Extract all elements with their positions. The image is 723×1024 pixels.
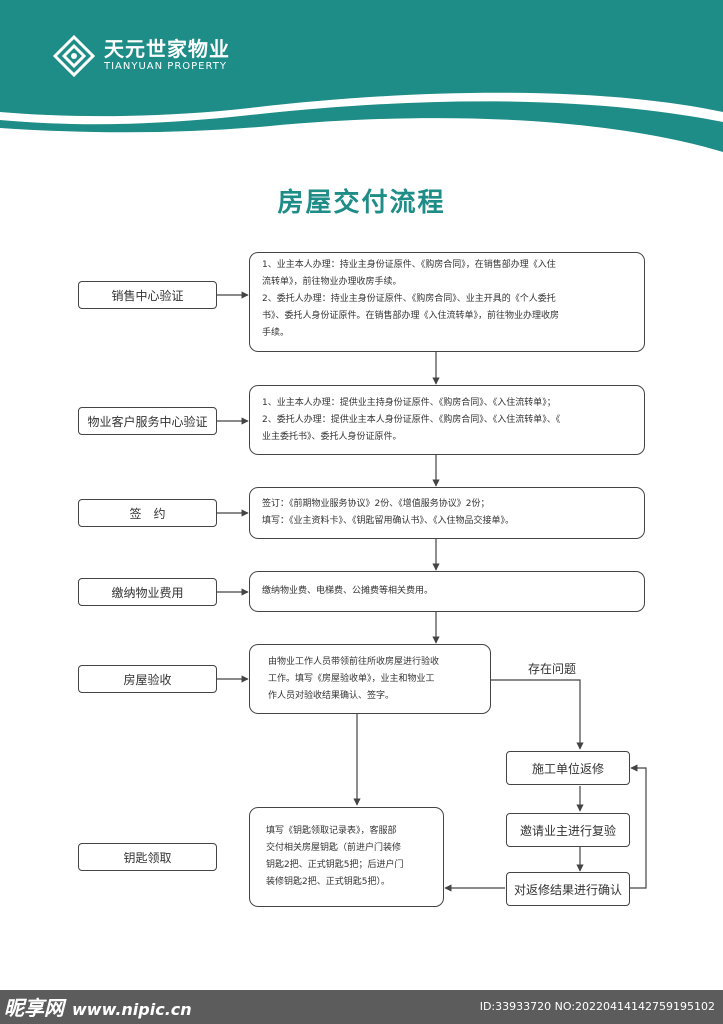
watermark-url: www.nipic.cn (72, 1000, 192, 1019)
desc-line: 填写：《业主资料卡》、《钥匙留用确认书》、《入住物品交接单》。 (262, 516, 515, 526)
desc-line: 业主委托书》、委托人身份证原件。 (262, 431, 402, 442)
header-wave-band (0, 0, 723, 152)
watermark-site: 昵享网 www.nipic.cn (4, 992, 192, 1021)
watermark-bar (0, 990, 723, 1024)
step-label-key-collection: 钥匙领取 (78, 843, 217, 871)
step-label-signing: 签 约 (78, 499, 217, 527)
watermark-id: ID:33933720 NO:20220414142759195102 (479, 1000, 715, 1013)
desc-line: 装修钥匙2把、正式钥匙5把）。 (266, 877, 390, 887)
desc-line: 书》、委托人身份证原件。在销售部办理《入住流转单》，前往物业办理收房 (262, 311, 560, 321)
desc-line: 作人员对验收结果确认、签字。 (268, 690, 395, 701)
repair-step-contractor-repair: 施工单位返修 (506, 751, 630, 785)
desc-line: 交付相关房屋钥匙（前进户门装修 (266, 843, 402, 853)
step-label-house-inspection: 房屋验收 (78, 665, 217, 693)
step-desc-fee-payment: 缴纳物业费、电梯费、公摊费等相关费用。 (249, 571, 645, 612)
step-label-fee-payment: 缴纳物业费用 (78, 578, 217, 606)
desc-line: 钥匙2把、正式钥匙5把；后进户门 (266, 860, 404, 870)
step-desc-signing: 签订：《前期物业服务协议》2份、《增值服务协议》2份； 填写：《业主资料卡》、《… (249, 487, 645, 539)
desc-line: 签订：《前期物业服务协议》2份、《增值服务协议》2份； (262, 499, 490, 509)
issue-label: 存在问题 (528, 662, 577, 676)
desc-line: 由物业工作人员带领前往所收房屋进行验收 (268, 656, 440, 667)
desc-line: 2、委托人办理：提供业主本人身份证原件、《购房合同》、《入住流转单》、《 (262, 414, 561, 425)
brand-name-cn: 天元世家物业 (104, 37, 230, 61)
step-desc-key-collection: 填写《钥匙领取记录表》，客服部 交付相关房屋钥匙（前进户门装修 钥匙2把、正式钥… (249, 807, 444, 907)
desc-line: 填写《钥匙领取记录表》，客服部 (266, 826, 397, 836)
step-label-sales-verification: 销售中心验证 (78, 281, 217, 309)
desc-line: 流转单》，前往物业办理收房手续。 (262, 277, 402, 287)
step-desc-house-inspection: 由物业工作人员带领前往所收房屋进行验收 工作。填写《房屋验收单》，业主和物业工 … (249, 644, 491, 714)
repair-step-owner-reinspection: 邀请业主进行复验 (506, 813, 630, 847)
step-label-property-service-verification: 物业客户服务中心验证 (78, 407, 217, 435)
desc-line: 缴纳物业费、电梯费、公摊费等相关费用。 (262, 586, 434, 596)
brand-logo: 天元世家物业 TIANYUAN PROPERTY (52, 34, 230, 78)
step-desc-sales-verification: 1、业主本人办理：持业主身份证原件、《购房合同》，在销售部办理《入住 流转单》，… (249, 252, 645, 352)
watermark-site-name: 昵享网 (4, 996, 64, 1020)
brand-logo-icon (52, 34, 96, 78)
page-title: 房屋交付流程 (277, 188, 446, 218)
desc-line: 手续。 (262, 328, 290, 338)
desc-line: 工作。填写《房屋验收单》，业主和物业工 (268, 673, 435, 684)
desc-line: 1、业主本人办理：提供业主持身份证原件、《购房合同》、《入住流转单》； (262, 397, 556, 408)
desc-line: 2、委托人办理：持业主身份证原件、《购房合同》、业主开具的《个人委托 (262, 294, 556, 304)
repair-step-result-confirmation: 对返修结果进行确认 (506, 872, 630, 906)
brand-name-en: TIANYUAN PROPERTY (104, 61, 227, 72)
desc-line: 1、业主本人办理：持业主身份证原件、《购房合同》，在销售部办理《入住 (262, 260, 556, 270)
step-desc-property-service-verification: 1、业主本人办理：提供业主持身份证原件、《购房合同》、《入住流转单》； 2、委托… (249, 385, 645, 455)
